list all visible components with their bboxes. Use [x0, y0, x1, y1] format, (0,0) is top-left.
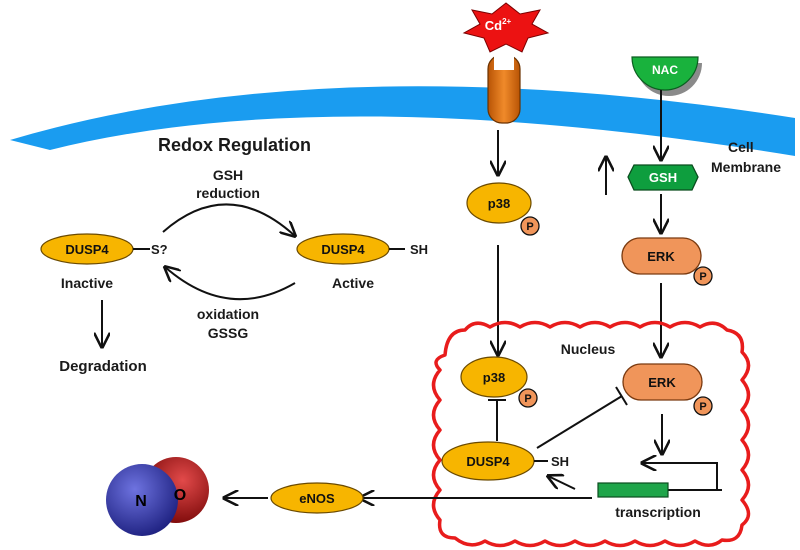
oxidation-arrow	[165, 267, 296, 301]
cadmium-base: Cd	[485, 18, 502, 33]
p38-cytoplasm-phospho-label: P	[526, 221, 533, 233]
dusp4-inactive-label: DUSP4	[65, 242, 109, 257]
membrane-label-cell: Cell	[728, 139, 754, 155]
erk-cytoplasm-phospho	[693, 266, 713, 286]
enos-node	[270, 482, 364, 514]
erk-cytoplasm-node	[621, 237, 702, 275]
transcription-to-dusp4-arrow	[548, 476, 576, 490]
nucleus-label: Nucleus	[561, 341, 616, 357]
thiol-inactive-label: S?	[151, 242, 168, 257]
erk-nucleus-phospho	[693, 396, 713, 416]
p38-nucleus-label: p38	[483, 370, 505, 385]
oxygen-label: O	[174, 487, 186, 504]
transcription-start-arrow	[642, 463, 718, 490]
dusp4-active-label: DUSP4	[321, 242, 365, 257]
degradation-label: Degradation	[59, 358, 147, 375]
nitrogen-label: N	[135, 493, 147, 510]
gene-box	[597, 482, 669, 498]
oxidation-label-line1: oxidation	[197, 306, 259, 322]
nac-receptor	[631, 56, 699, 91]
p38-cytoplasm-node	[466, 182, 532, 224]
redox-regulation-title: Redox Regulation	[158, 135, 311, 155]
active-state-label: Active	[332, 275, 374, 291]
inactive-state-label: Inactive	[61, 275, 113, 291]
erk-nucleus-phospho-label: P	[699, 401, 706, 413]
nac-label: NAC	[652, 63, 678, 77]
nucleus-membrane	[431, 320, 751, 548]
membrane-label-membrane: Membrane	[711, 159, 781, 175]
reduction-label-line1: GSH	[213, 167, 243, 183]
dusp4-inhibits-erk-bar	[615, 386, 628, 406]
p38-nucleus-phospho-label: P	[524, 393, 531, 405]
nitrogen-atom	[106, 464, 178, 536]
oxidation-label-line2: GSSG	[208, 325, 249, 341]
erk-nucleus-label: ERK	[648, 375, 676, 390]
thiol-active-label: SH	[410, 242, 428, 257]
cadmium-ion-star	[462, 2, 550, 53]
channel-pore	[494, 52, 514, 70]
dusp4-nucleus-label: DUSP4	[466, 454, 510, 469]
gsh-label: GSH	[649, 170, 677, 185]
cadmium-superscript: 2+	[502, 17, 511, 26]
erk-nucleus-node	[622, 363, 703, 401]
enos-label: eNOS	[299, 491, 335, 506]
reduction-label-line2: reduction	[196, 185, 260, 201]
dusp4-inhibits-erk	[536, 395, 623, 449]
reduction-arrow	[162, 203, 295, 236]
dusp4-nucleus-thiol-label: SH	[551, 454, 569, 469]
p38-nucleus-node	[460, 356, 528, 398]
p38-cytoplasm-label: p38	[488, 196, 510, 211]
cell-membrane	[10, 86, 795, 156]
erk-cytoplasm-label: ERK	[647, 249, 675, 264]
p38-nucleus-phospho	[518, 388, 538, 408]
erk-cytoplasm-phospho-label: P	[699, 271, 706, 283]
p38-cytoplasm-phospho	[520, 216, 540, 236]
cadmium-label: Cd2+	[485, 17, 512, 33]
transcription-label: transcription	[615, 504, 701, 520]
gsh-box	[627, 164, 699, 191]
